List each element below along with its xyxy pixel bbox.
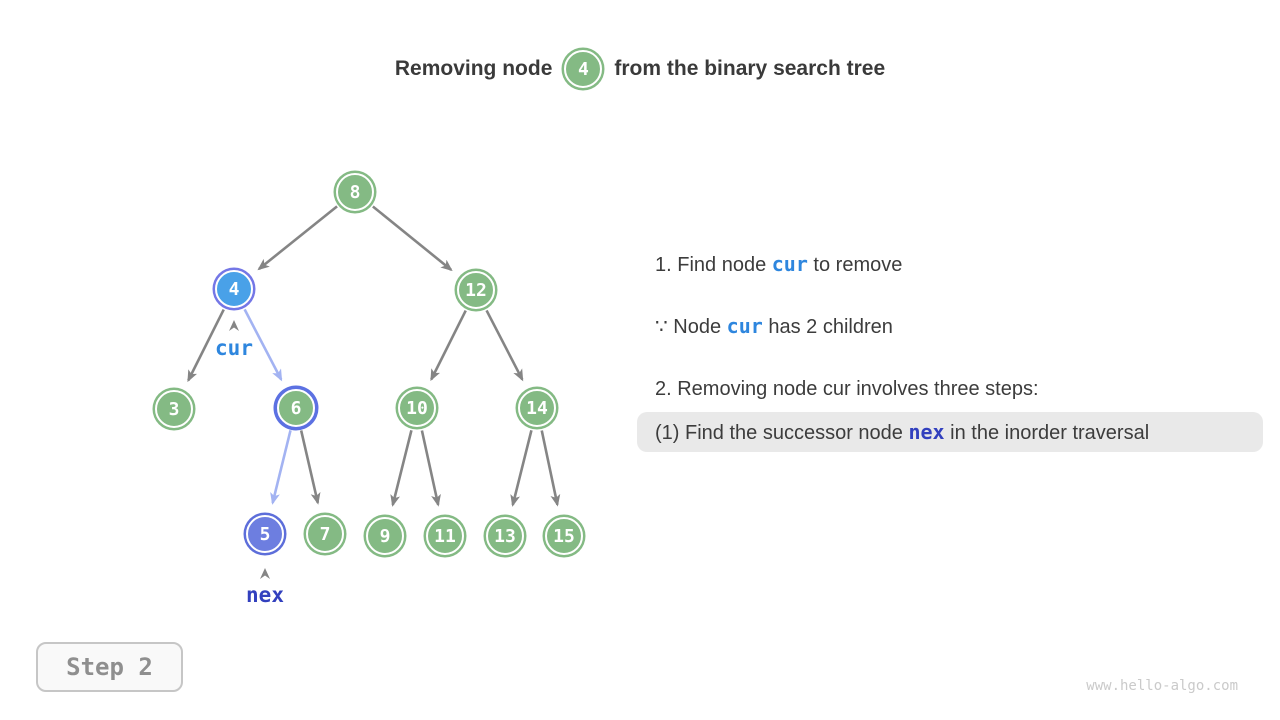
tree-edge — [485, 309, 524, 382]
tree-edge — [299, 430, 321, 505]
title-node-value: 4 — [577, 58, 589, 80]
explanation-text: (1) Find the successor node — [655, 422, 909, 444]
explanation-text: 2. Removing node cur involves three step… — [655, 378, 1039, 400]
explanation-text: 1. Find node — [655, 254, 772, 276]
tree-node-15: 15 — [545, 517, 583, 555]
title-prefix: Removing node — [394, 57, 553, 80]
explanation-line-highlighted: (1) Find the successor node nex in the i… — [637, 412, 1263, 452]
pointer-label-cur: cur — [215, 336, 253, 360]
slide-title: Removing node 4 from the binary search t… — [0, 50, 1280, 88]
tree-node-4: 4 — [215, 270, 253, 308]
keyword-nex: nex — [908, 420, 945, 444]
tree-edge — [430, 309, 467, 382]
tree-node-13: 13 — [486, 517, 524, 555]
explanation-text: in the inorder traversal — [944, 422, 1150, 444]
tree-edge — [257, 205, 338, 271]
step-badge: Step 2 — [36, 642, 183, 692]
tree-edge — [390, 429, 413, 507]
tree-node-10: 10 — [398, 389, 436, 427]
title-suffix: from the binary search tree — [614, 57, 886, 80]
tree-node-9: 9 — [366, 517, 404, 555]
explanation-panel: 1. Find node cur to remove ∵ Node cur has… — [637, 252, 1263, 452]
tree-node-5: 5 — [246, 515, 284, 553]
tree-node-11: 11 — [426, 517, 464, 555]
tree-edge — [420, 430, 441, 507]
explanation-line: 2. Removing node cur involves three step… — [637, 377, 1039, 401]
tree-node-14: 14 — [518, 389, 556, 427]
keyword-cur: cur — [726, 314, 763, 338]
keyword-cur: cur — [771, 252, 808, 276]
tree-edge — [372, 205, 453, 272]
explanation-line: 1. Find node cur to remove — [637, 252, 902, 277]
tree-node-6: 6 — [277, 389, 315, 427]
explanation-line: ∵ Node cur has 2 children — [637, 314, 893, 339]
tree-edge — [510, 429, 533, 507]
pointer-label-nex: nex — [246, 583, 284, 607]
pointer-caret-icon — [229, 320, 239, 331]
tree-node-8: 8 — [336, 173, 374, 211]
tree-node-12: 12 — [457, 271, 495, 309]
explanation-text: has 2 children — [762, 316, 893, 338]
tree-node-3: 3 — [155, 390, 193, 428]
step-badge-label: Step 2 — [66, 653, 153, 681]
pointer-caret-icon — [260, 568, 270, 579]
watermark: www.hello-algo.com — [1086, 678, 1238, 694]
tree-node-7: 7 — [306, 515, 344, 553]
tree-edge — [540, 430, 561, 507]
tree-edge — [270, 430, 292, 505]
explanation-text: ∵ Node — [655, 316, 727, 338]
title-node-badge: 4 — [564, 50, 603, 88]
explanation-text: to remove — [807, 254, 903, 276]
